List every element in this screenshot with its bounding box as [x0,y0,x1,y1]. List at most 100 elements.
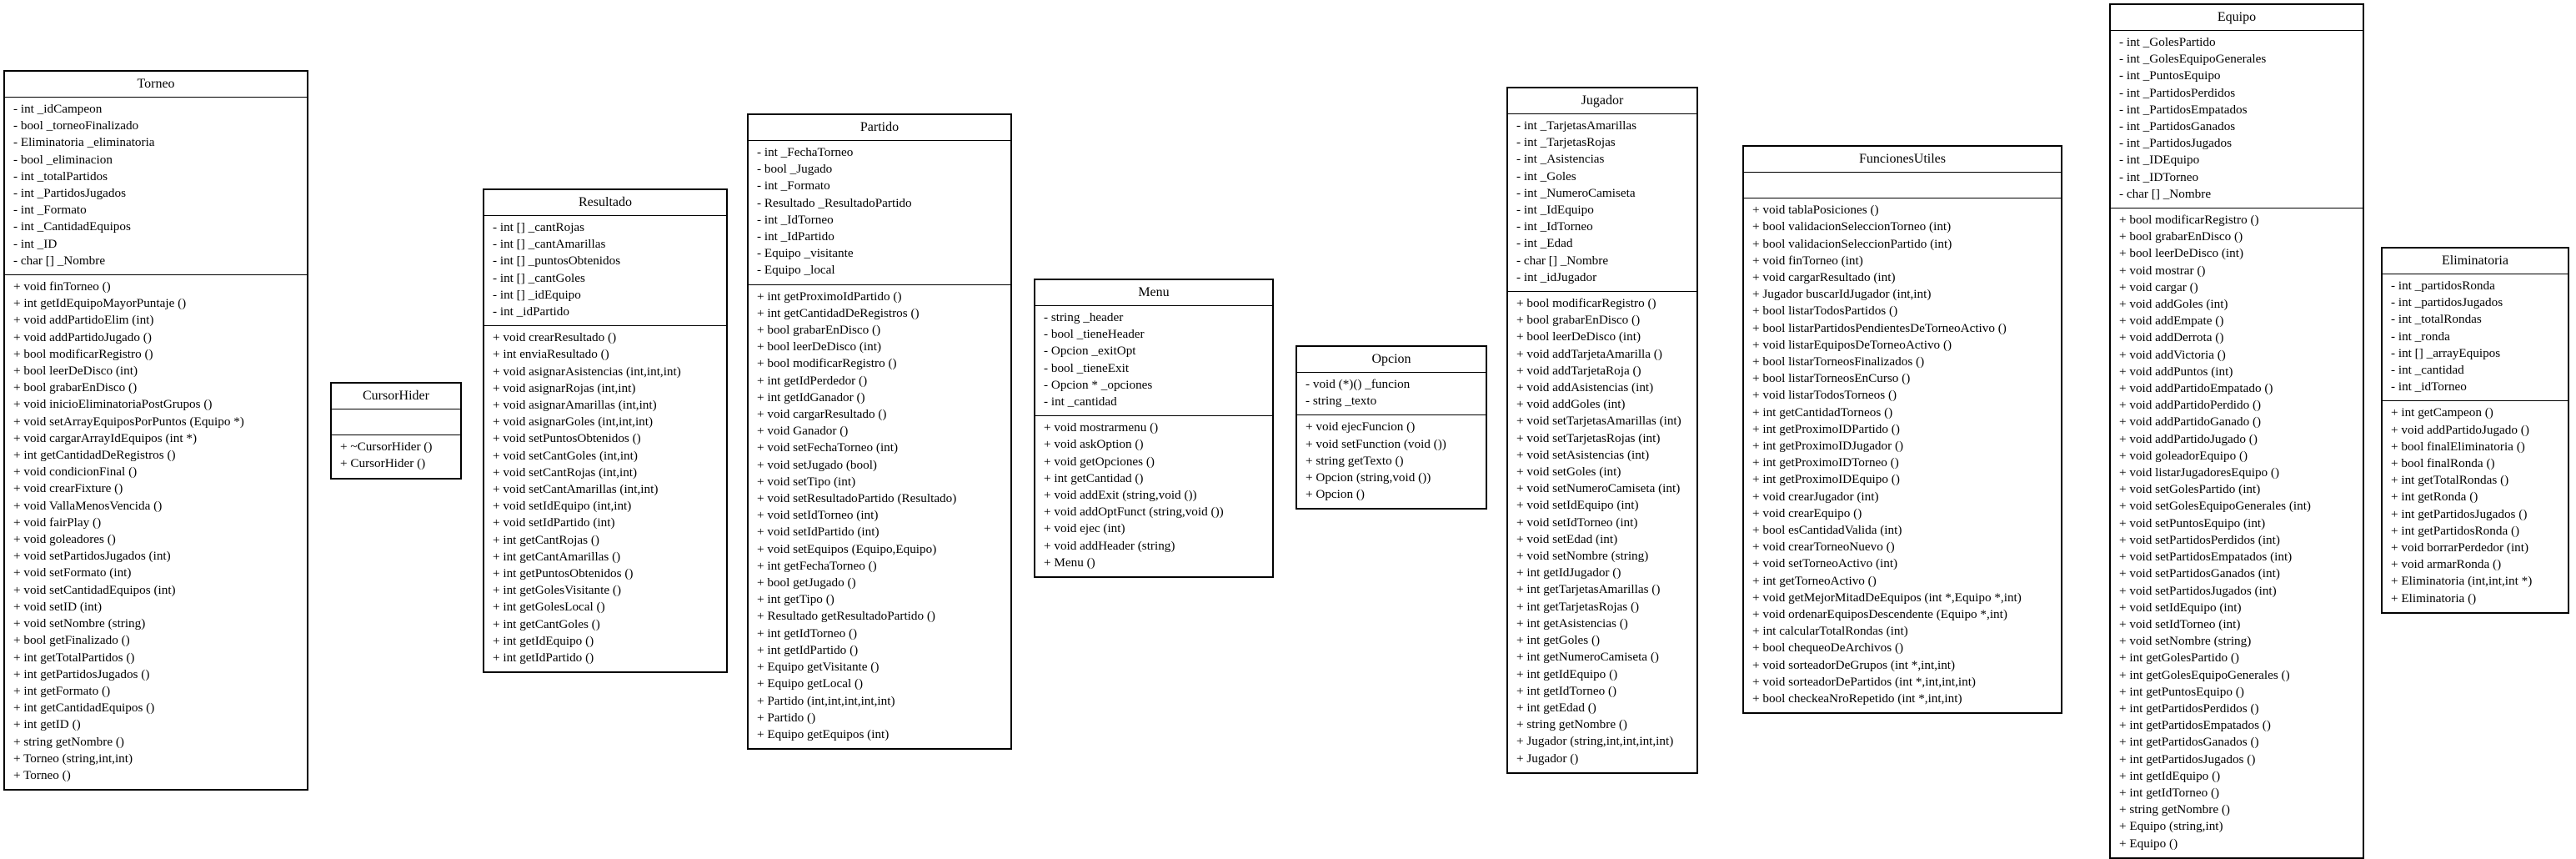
method: + int getPartidosJugados () [2119,751,2256,766]
method: + int getIdPartido () [757,642,859,657]
method: + Equipo getVisitante () [757,660,880,675]
method: + void addGoles (int) [2119,297,2228,312]
method: + int getCantidad () [1044,470,1144,485]
method: + int getProximoIdPartido () [757,289,902,304]
method: + Resultado getResultadoPartido () [757,609,935,624]
method: + void mostrar () [2119,263,2206,278]
method: + void mostrarmenu () [1044,420,1159,435]
attribute: - Equipo _local [757,263,835,278]
method: + int getProximoIDTorneo () [1752,455,1899,470]
method: + bool modificarRegistro () [2119,213,2259,228]
class-partido: Partido- int _FechaTorneo- bool _Jugado-… [747,113,1012,751]
attribute: - bool _Jugado [757,162,833,177]
class-resultado: Resultado- int [] _cantRojas- int [] _ca… [483,188,728,674]
method: + void addPuntos (int) [2119,364,2233,379]
class-menu: Menu- string _header- bool _tieneHeader-… [1034,279,1274,579]
method: + int getTipo () [757,592,834,607]
method: + int getCantGoles () [493,616,600,631]
method: + void setPartidosPerdidos (int) [2119,532,2280,547]
method: + void setNumeroCamiseta (int) [1516,481,1681,496]
method: + int getNumeroCamiseta () [1516,650,1659,665]
method: + void setFormato (int) [13,565,132,580]
attribute: - Eliminatoria _eliminatoria [13,135,155,150]
attribute: - int _PartidosPerdidos [2119,85,2236,100]
method: + void setCantidadEquipos (int) [13,582,176,597]
attribute: - int _Formato [13,203,87,218]
attribute: - int _PuntosEquipo [2119,68,2221,83]
method: + void cargarArrayIdEquipos (int *) [13,430,198,445]
methods-section: + bool modificarRegistro ()+ bool grabar… [2111,208,2363,857]
attribute: - int _idTorneo [2391,379,2467,394]
attributes-section: - int _partidosRonda- int _partidosJugad… [2383,274,2568,400]
methods-section: + void finTorneo ()+ int getIdEquipoMayo… [5,274,307,789]
method: + int getGolesLocal () [493,600,605,615]
method: + int getPartidosEmpatados () [2119,718,2271,733]
attribute: - int _NumeroCamiseta [1516,185,1636,200]
method: + string getTexto () [1306,453,1404,468]
method: + int getProximoIDJugador () [1752,439,1904,454]
methods-section: + int getProximoIdPartido ()+ int getCan… [749,284,1010,748]
method: + void addHeader (string) [1044,538,1175,553]
method: + int getCantidadDeRegistros () [13,448,176,463]
methods-section: + void tablaPosiciones ()+ bool validaci… [1744,198,2061,712]
method: + string getNombre () [1516,717,1627,732]
method: + int getTarjetasRojas () [1516,599,1640,614]
method: + Eliminatoria (int,int,int *) [2391,574,2533,589]
method: + int getGolesVisitante () [493,583,622,598]
attribute: - int _Asistencias [1516,152,1605,167]
method: + void setTarjetasAmarillas (int) [1516,414,1681,429]
method: + void addPartidoJugado () [2391,422,2529,437]
attribute: - int _IdTorneo [1516,219,1593,234]
method: + int getIdJugador () [1516,565,1621,580]
method: + void asignarAsistencias (int,int,int) [493,364,681,379]
methods-section: + int getCampeon ()+ void addPartidoJuga… [2383,400,2568,611]
method: + int getProximoIDEquipo () [1752,472,1900,487]
method: + void setPuntosObtenidos () [493,431,641,446]
attribute: - int [] _arrayEquipos [2391,345,2501,360]
method: + void VallaMenosVencida () [13,498,163,513]
method: + bool modificarRegistro () [1516,296,1656,311]
attributes-section: - int _FechaTorneo- bool _Jugado- int _F… [749,141,1010,284]
attribute: - Opcion * _opciones [1044,377,1153,392]
method: + void inicioEliminatoriaPostGrupos () [13,397,213,412]
method: + bool checkeaNroRepetido (int *,int,int… [1752,691,1962,706]
method: + void setPartidosJugados (int) [13,549,171,564]
method: + void Ganador () [757,424,849,439]
method: + void addPartidoJugado () [13,329,152,344]
method: + bool listarTorneosEnCurso () [1752,371,1911,386]
method: + void setFunction (void ()) [1306,436,1446,451]
method: + void condicionFinal () [13,465,138,480]
methods-section: + ~CursorHider ()+ CursorHider () [332,435,460,477]
attribute: - int _GolesEquipoGenerales [2119,52,2267,67]
attribute: - int [] _cantRojas [493,220,585,234]
method: + int getCantRojas () [493,532,599,547]
method: + void setTipo (int) [757,474,856,489]
method: + void sorteadorDePartidos (int *,int,in… [1752,674,1976,689]
method: + void asignarRojas (int,int) [493,380,636,395]
method: + bool leerDeDisco (int) [757,339,882,354]
method: + int getTarjetasAmarillas () [1516,582,1661,597]
method: + void setTorneoActivo (int) [1752,556,1898,571]
method: + bool validacionSeleccionPartido (int) [1752,236,1952,251]
method: + Jugador buscarIdJugador (int,int) [1752,287,1932,302]
attribute [340,413,454,430]
method: + void setGoles (int) [1516,465,1621,480]
method: + int getTorneoActivo () [1752,573,1877,588]
method: + bool modificarRegistro () [13,346,153,361]
method: + Torneo () [13,767,71,782]
method: + void setCantRojas (int,int) [493,465,638,480]
method: + int getID () [13,717,81,732]
method: + void borrarPerdedor (int) [2391,540,2529,555]
method: + void goleadorEquipo () [2119,448,2248,463]
class-name: Jugador [1508,88,1696,114]
class-cursorhider: CursorHider + ~CursorHider ()+ CursorHid… [330,382,462,480]
attribute: - int [] _cantAmarillas [493,237,606,252]
attribute: - char [] _Nombre [1516,253,1609,268]
method: + int getPartidosJugados () [2391,506,2528,521]
method: + int getAsistencias () [1516,615,1628,630]
method: + bool finalEliminatoria () [2391,439,2525,454]
method: + int getCantidadTorneos () [1752,404,1893,419]
method: + int getIdTorneo () [2119,785,2220,800]
method: + bool grabarEnDisco () [13,380,138,395]
class-name: Torneo [5,72,307,98]
